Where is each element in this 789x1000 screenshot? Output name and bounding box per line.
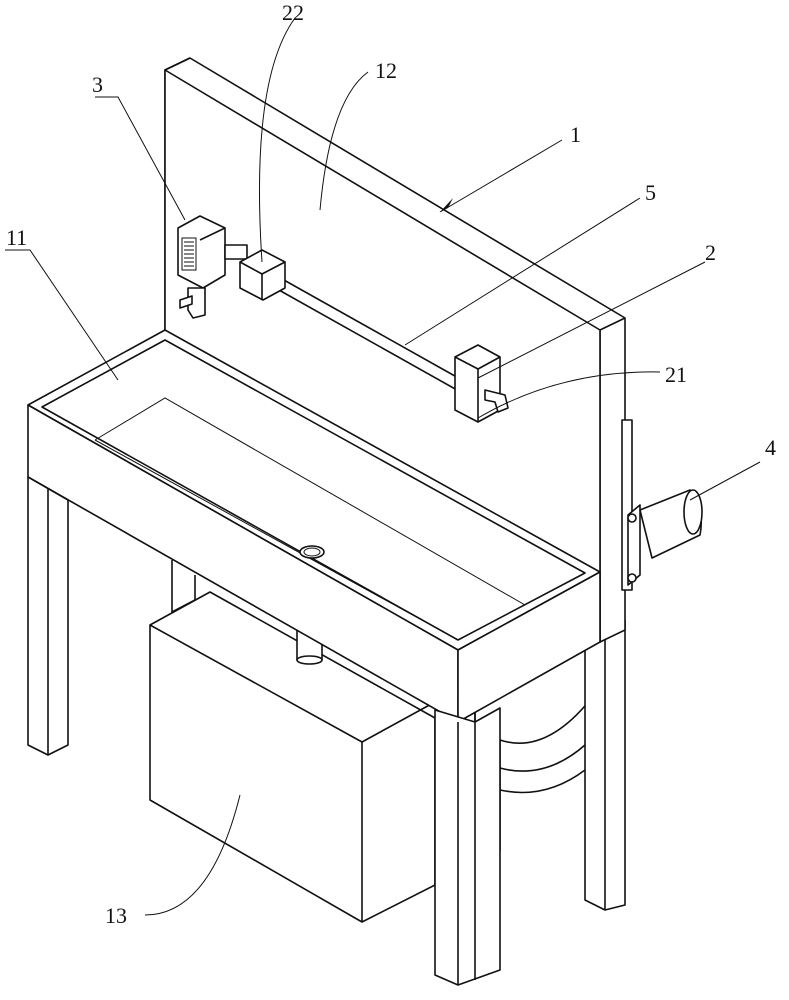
- label-21: 21: [665, 364, 687, 386]
- label-4: 4: [765, 437, 776, 459]
- label-2: 2: [705, 242, 716, 264]
- front-left-leg: [28, 477, 68, 755]
- label-3: 3: [92, 74, 103, 96]
- pump: [622, 420, 702, 590]
- label-12: 12: [375, 60, 397, 82]
- label-11: 11: [6, 227, 27, 249]
- label-1: 1: [570, 124, 581, 146]
- label-13: 13: [105, 905, 127, 927]
- faucet: [455, 345, 508, 422]
- front-right-leg: [435, 708, 500, 985]
- label-22: 22: [282, 2, 304, 24]
- label-5: 5: [645, 182, 656, 204]
- back-right-leg: [585, 620, 625, 910]
